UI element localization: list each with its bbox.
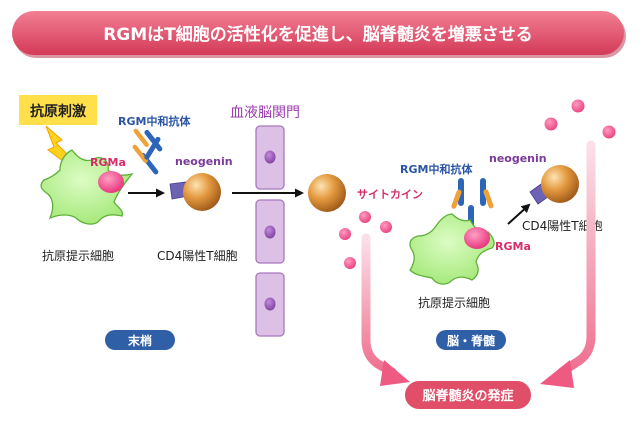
region-badge-cns: 脳・脊髄 <box>436 330 506 350</box>
tcell-label-right: CD4陽性T細胞 <box>522 219 603 233</box>
title-banner: RGMはT細胞の活性化を促進し、脳脊髄炎を増悪させる <box>12 11 626 58</box>
outcome-pill: 脳脊髄炎の発症 <box>403 379 533 411</box>
banner-title: RGMはT細胞の活性化を促進し、脳脊髄炎を増悪させる <box>103 24 533 45</box>
pink-arrow-left <box>361 233 410 386</box>
region-label-cns: 脳・脊髄 <box>447 333 496 348</box>
region-label-periphery: 末梢 <box>128 333 152 348</box>
rgma-molecule-left <box>98 171 124 193</box>
cd4-tcell-migrated <box>308 174 346 212</box>
rgma-molecule-right <box>464 227 490 249</box>
pink-arrow-right <box>540 140 596 388</box>
antibody-icon-right <box>451 178 494 235</box>
blood-brain-barrier <box>255 125 285 337</box>
cytokine-label: サイトカイン <box>357 188 423 201</box>
cd4-tcell-left <box>183 173 221 211</box>
antibody-icon-left <box>132 128 163 175</box>
apc-label-right: 抗原提示細胞 <box>418 295 490 310</box>
neogenin-label-right: neogenin <box>489 152 547 165</box>
antibody-label-right: RGM中和抗体 <box>400 162 473 176</box>
cytokine-dots <box>339 99 616 269</box>
rgma-label-left: RGMa <box>90 156 126 169</box>
stimulus-badge: 抗原刺激 <box>19 95 97 125</box>
outcome-label: 脳脊髄炎の発症 <box>422 388 513 404</box>
apc-label-left: 抗原提示細胞 <box>42 248 114 263</box>
barrier-label: 血液脳関門 <box>230 105 300 121</box>
antigen-presenting-cell-left <box>40 149 134 225</box>
antigen-presenting-cell-right <box>409 213 495 285</box>
stimulus-label: 抗原刺激 <box>30 103 86 120</box>
rgma-label-right: RGMa <box>495 240 531 253</box>
arrow-apc-to-tcell-right <box>507 203 531 225</box>
tcell-label-left: CD4陽性T細胞 <box>157 249 238 263</box>
cd4-tcell-right <box>541 165 579 203</box>
region-badge-periphery: 末梢 <box>105 330 175 350</box>
antibody-label-left: RGM中和抗体 <box>118 114 191 128</box>
neogenin-label-left: neogenin <box>175 155 233 168</box>
